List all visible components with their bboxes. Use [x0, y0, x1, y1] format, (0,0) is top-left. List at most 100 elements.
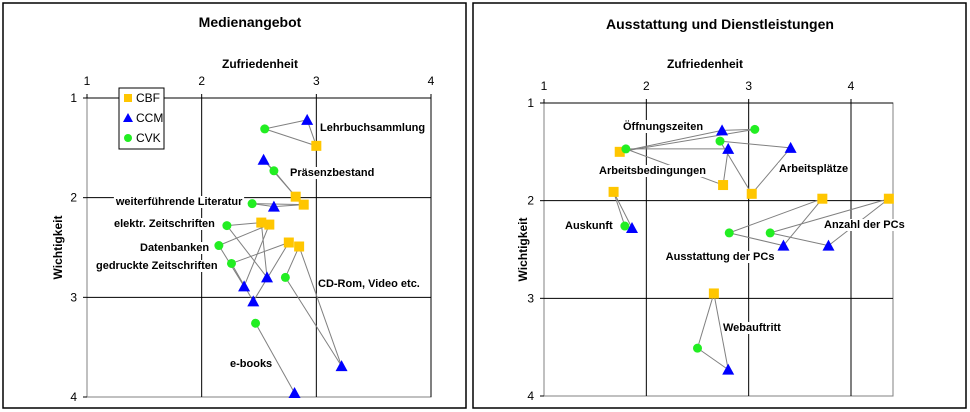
cbf-point: [608, 186, 619, 197]
ccm-point: [822, 239, 835, 251]
cvk-point: [260, 124, 270, 134]
x-tick-label: 2: [643, 79, 650, 93]
connector-line: [722, 128, 755, 131]
point-label: Arbeitsplätze: [779, 163, 848, 175]
cvk-point: [214, 241, 224, 251]
connector-line: [713, 293, 729, 370]
cbf-point: [746, 188, 757, 199]
ccm-point: [626, 222, 639, 234]
label-background: [113, 218, 217, 230]
x-axis-label: Zufriedenheit: [667, 57, 743, 71]
ccm-point: [247, 295, 260, 307]
cvk-point: [765, 228, 775, 238]
connector-line: [231, 242, 289, 264]
connector-line: [264, 119, 308, 130]
chart-title: Medienangebot: [199, 14, 302, 30]
label-background: [564, 220, 614, 232]
ccm-point: [335, 360, 348, 372]
ccm-point: [777, 239, 790, 251]
legend-cbf-marker: [124, 94, 132, 102]
label-background: [598, 165, 708, 177]
ccm-point: [238, 280, 251, 292]
point-label: Präsenzbestand: [290, 167, 374, 179]
chart-title: Ausstattung und Dienstleistungen: [606, 16, 834, 32]
connector-line: [252, 242, 290, 302]
connector-line: [231, 263, 254, 302]
point-label: Lehrbuchsammlung: [320, 122, 425, 134]
y-tick-label: 3: [70, 290, 77, 304]
connector-line: [252, 203, 304, 206]
cbf-point: [290, 191, 301, 202]
y-axis-label: Wichtigkeit: [516, 218, 530, 282]
point-label: Webauftritt: [723, 322, 781, 334]
label-background: [622, 120, 705, 133]
label-background: [317, 278, 421, 290]
ccm-point: [301, 113, 314, 125]
connector-line: [722, 148, 729, 186]
label-background: [664, 251, 776, 263]
connector-line: [260, 222, 268, 278]
cvk-point: [226, 258, 236, 268]
legend-label: CBF: [136, 91, 160, 105]
point-label: Öffnungszeiten: [623, 120, 703, 133]
cbf-point: [311, 140, 322, 151]
connector-line: [264, 128, 317, 147]
point-label: CD-Rom, Video etc.: [318, 278, 420, 290]
x-axis-label: Zufriedenheit: [222, 57, 298, 71]
point-label: elektr. Zeitschriften: [114, 218, 215, 230]
connector-line: [729, 198, 823, 234]
ccm-point: [288, 387, 301, 399]
ccm-point: [716, 124, 729, 136]
x-tick-label: 4: [428, 74, 435, 88]
y-axis-label: Wichtigkeit: [51, 216, 65, 280]
label-background: [229, 358, 274, 370]
connector-line: [613, 191, 626, 227]
label-background: [289, 167, 376, 179]
ccm-point: [722, 142, 735, 154]
label-background: [95, 260, 219, 272]
y-tick-label: 4: [527, 389, 534, 403]
point-label: Auskunft: [565, 220, 613, 232]
connector-line: [255, 323, 295, 394]
connector-line: [243, 224, 270, 287]
point-label: Anzahl der PCs: [824, 219, 905, 231]
connector-line: [298, 246, 343, 367]
connector-line: [719, 140, 791, 149]
cvk-point: [280, 272, 290, 282]
cbf-point: [614, 146, 625, 157]
point-label: gedruckte Zeitschriften: [96, 260, 218, 272]
label-background: [319, 122, 427, 134]
legend-label: CVK: [136, 131, 161, 145]
connector-line: [284, 277, 342, 367]
cbf-point: [817, 193, 828, 204]
cbf-point: [708, 288, 719, 299]
connector-line: [770, 232, 829, 247]
label-background: [139, 242, 211, 254]
connector-line: [770, 198, 890, 234]
y-tick-label: 1: [70, 91, 77, 105]
cvk-point: [724, 228, 734, 238]
cvk-point: [247, 199, 257, 209]
cvk-point: [693, 343, 702, 353]
connector-line: [613, 191, 633, 229]
y-tick-label: 3: [527, 291, 534, 305]
x-tick-label: 1: [541, 79, 548, 93]
connector-line: [751, 147, 792, 195]
cbf-point: [264, 219, 275, 230]
connector-line: [697, 347, 729, 371]
y-tick-label: 4: [70, 390, 77, 404]
cbf-point: [298, 199, 309, 210]
connector-line: [619, 128, 755, 153]
label-background: [113, 196, 245, 208]
legend-label: CCM: [136, 111, 163, 125]
x-tick-label: 3: [745, 79, 752, 93]
label-background: [823, 219, 906, 231]
connector-line: [226, 225, 268, 278]
connector-line: [783, 198, 823, 246]
cvk-point: [750, 124, 760, 134]
cvk-point: [269, 166, 279, 176]
ccm-point: [267, 200, 280, 212]
y-tick-label: 2: [527, 194, 534, 208]
chart-frame: [472, 2, 967, 409]
